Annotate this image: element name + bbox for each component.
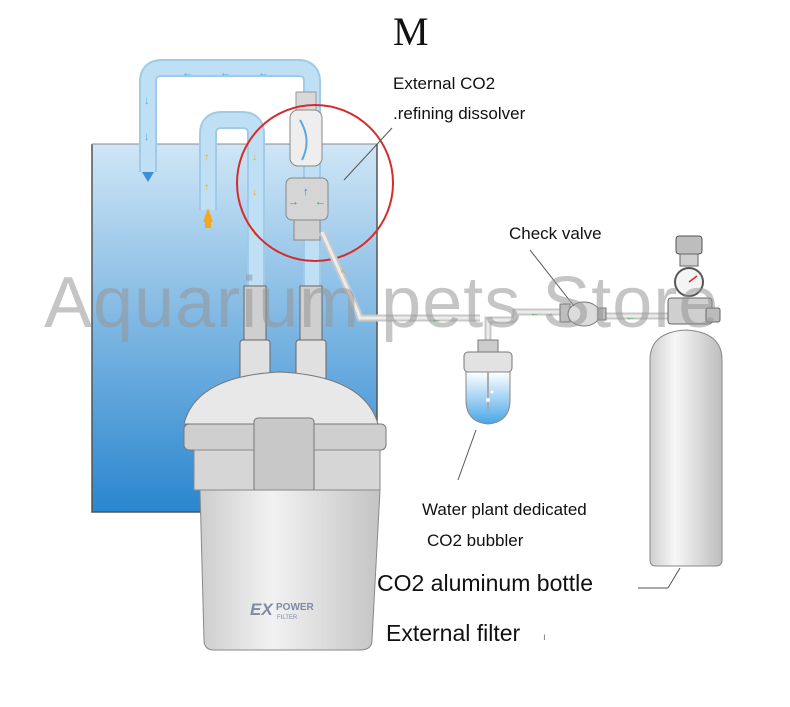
- regulator-valve: [705, 307, 721, 323]
- co2-arrow-icon: ←: [315, 196, 326, 208]
- filter-logo-text: POWER: [276, 602, 315, 613]
- co2-tube-valve-core: [486, 310, 560, 342]
- co2-dissolver-label: External CO2: [393, 74, 496, 93]
- gauge-needle: [688, 275, 698, 283]
- external-filter: EX POWER FILTER: [183, 285, 387, 651]
- co2-bottle-label: CO2 aluminum bottle: [377, 570, 594, 596]
- intake-arrow-icon: [203, 208, 213, 222]
- check-valve-label: Check valve: [509, 224, 602, 243]
- regulator-knob: [675, 235, 703, 255]
- filter-canister: [199, 489, 381, 651]
- bubbler-lid: [463, 351, 513, 373]
- filter-logo-brand: EX: [250, 600, 274, 619]
- flow-arrow-icon: ↓: [144, 95, 150, 107]
- external-filter-label: External filter: [386, 620, 521, 646]
- page-title: M: [393, 9, 429, 54]
- gas-arrow-icon: ↖: [340, 267, 348, 277]
- filter-label-mark: ı: [543, 632, 546, 643]
- return-pipe-body: [141, 61, 319, 380]
- co2-bubbler: [463, 339, 513, 425]
- bottle-cylinder: [649, 329, 723, 567]
- check-valve: [559, 301, 607, 327]
- highlight-circle: [236, 104, 394, 262]
- up-arrow-icon: ↑: [204, 182, 209, 193]
- co2-dissolver: → ← ↑: [285, 91, 329, 241]
- gas-arrow-icon: ←: [432, 314, 441, 324]
- dissolver-bottom-fitting: [293, 219, 321, 241]
- dissolver-swirl: [299, 119, 308, 161]
- bubble: [490, 390, 494, 394]
- down-arrow-icon: ↓: [252, 187, 257, 198]
- co2-bottle: [649, 235, 723, 567]
- watermark: Aquarium pets Store: [44, 263, 720, 343]
- water-up-arrow-icon: ↑: [303, 186, 309, 198]
- dissolver-top-fitting: [295, 91, 317, 113]
- bubbler-label-2: CO2 bubbler: [427, 531, 524, 550]
- outflow-arrow-icon: [142, 172, 154, 182]
- dissolver-leader-line: [343, 127, 393, 181]
- gas-arrow-icon: ←: [530, 308, 539, 318]
- co2-tube-core: [320, 231, 480, 320]
- intake-pipe-body: [201, 113, 263, 300]
- bubbler-label: Water plant dedicated: [422, 500, 587, 519]
- co2-arrow-icon: →: [288, 196, 299, 208]
- intake-arrow-stem: [205, 222, 211, 228]
- flow-arrow-icon: ←: [182, 67, 193, 79]
- co2-dissolver-label-2: .refining dissolver: [393, 104, 526, 123]
- regulator-neck: [679, 253, 699, 267]
- flow-arrow-icon: ←: [258, 67, 269, 79]
- check-valve-end: [597, 307, 607, 321]
- bubble: [486, 398, 490, 402]
- co2-tubing: ← ← ← ↖: [318, 230, 668, 342]
- down-arrow-icon: ↓: [252, 152, 257, 163]
- filter-top-dome: [183, 371, 379, 425]
- gas-arrow-icon: ←: [626, 312, 635, 322]
- return-pipe: ← ← ← ↓ ↓: [139, 59, 321, 380]
- intake-pipe: ↑ ↑ ↓ ↓ ↓: [199, 111, 265, 300]
- up-arrow-icon: ↑: [204, 152, 209, 163]
- flow-arrow-icon: ↓: [144, 131, 150, 143]
- flow-arrow-icon: ←: [220, 67, 231, 79]
- filter-logo-subtext: FILTER: [277, 615, 298, 621]
- check-valve-leader-line: [529, 249, 575, 307]
- bottle-leader-line: [667, 567, 681, 589]
- bubbler-leader-line: [457, 429, 477, 481]
